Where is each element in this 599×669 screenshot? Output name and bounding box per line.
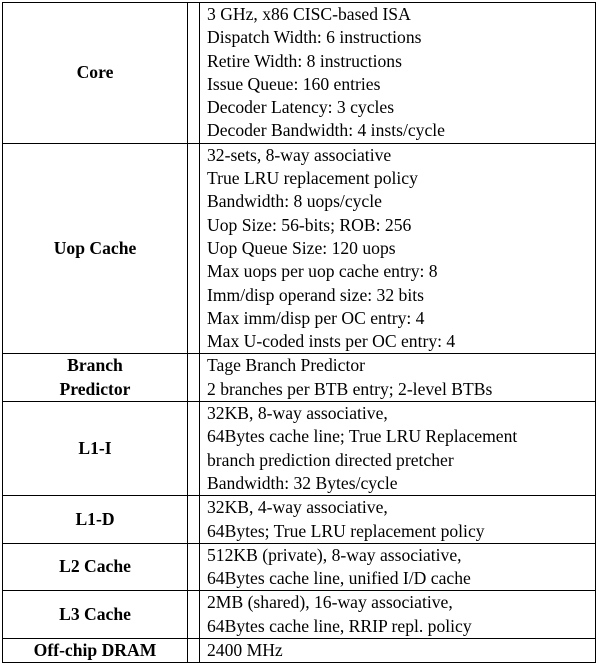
spec-line: 3 GHz, x86 CISC-based ISA [207,4,411,24]
spec-line: Dispatch Width: 6 instructions [207,27,422,48]
spec-line: 32-sets, 8-way associative [207,144,392,165]
component-name: Predictor [59,378,131,399]
component-specs-cell: 512KB (private), 8-way associative, 64Byt… [200,544,595,592]
component-name: L3 Cache [59,604,131,625]
table-row: Off-chip DRAM 2400 MHz [3,639,595,664]
component-name: L1-D [75,508,115,529]
spec-line: 32KB, 4-way associative, [207,497,388,518]
component-name-cell: Off-chip DRAM [3,639,188,664]
column-separator [188,639,200,664]
spec-line: 64Bytes cache line, unified I/D cache [207,568,471,589]
component-name: Branch [67,355,123,376]
spec-line: 64Bytes cache line; True LRU Replacement [207,426,518,447]
component-name-cell: L3 Cache [3,591,188,640]
component-specs-cell: 32KB, 4-way associative,64Bytes; True LR… [200,496,595,544]
spec-line: Max uops per uop cache entry: 8 [207,261,438,282]
spec-line: Decoder Latency: 3 cycles [207,97,395,118]
component-name: Off-chip DRAM [33,640,157,661]
spec-line: 64Bytes; True LRU replacement policy [207,520,485,541]
table-row: L2 Cache 512KB (private), 8-way associati… [3,543,595,592]
table-body: Core 3 GHz, x86 CISC-based ISA Dispatch Wi… [3,3,595,664]
column-separator [188,591,200,640]
component-specs-cell: 2MB (shared), 16-way associative,64Bytes… [200,591,595,640]
component-name-cell: L1-I [3,402,188,497]
spec-line: Bandwidth: 8 uops/cycle [207,191,382,212]
spec-line: Decoder Bandwidth: 4 insts/cycle [207,120,445,141]
component-name: L2 Cache [59,556,131,577]
table-row: L3 Cache 2MB (shared), 16-way associative… [3,591,595,640]
component-specs-cell: 2400 MHz [200,639,595,664]
component-name-cell: L2 Cache [3,543,188,592]
component-name-cell: L1-D [3,496,188,544]
spec-line: Issue Queue: 160 entries [207,73,381,94]
table-row: L1-I 32KB, 8-way associative,64Bytes cach… [3,402,595,497]
spec-line: branch prediction directed pretcher [207,449,454,470]
table-row: Core 3 GHz, x86 CISC-based ISA Dispatch Wi… [3,3,595,144]
column-separator [188,354,200,403]
spec-line: 64Bytes cache line, RRIP repl. policy [207,615,472,636]
spec-line: 32KB, 8-way associative, [207,403,388,424]
component-specs-cell: 32KB, 8-way associative,64Bytes cache li… [200,402,595,497]
spec-line: Max U-coded insts per OC entry: 4 [207,331,456,352]
component-name-cell: Uop Cache [3,143,188,355]
table-row: L1-D 32KB, 4-way associative,64Bytes; Tru… [3,496,595,544]
column-separator [188,3,200,144]
column-separator [188,402,200,497]
spec-line: Retire Width: 8 instructions [207,50,402,71]
component-name-cell: Core [3,3,188,144]
spec-line: 2MB (shared), 16-way associative, [207,592,453,613]
spec-line: Max imm/disp per OC entry: 4 [207,307,425,328]
spec-line: Uop Size: 56-bits; ROB: 256 [207,214,412,235]
spec-line: 2400 MHz [207,640,283,661]
spec-line: Uop Queue Size: 120 uops [207,237,396,258]
component-specs-cell: 3 GHz, x86 CISC-based ISA Dispatch Width:… [200,3,595,144]
column-separator [188,543,200,592]
spec-line: 2 branches per BTB entry; 2-level BTBs [207,378,493,399]
component-name: L1-I [78,437,112,458]
spec-line: True LRU replacement policy [207,168,418,189]
spec-line: 512KB (private), 8-way associative, [207,544,462,565]
spec-line: Imm/disp operand size: 32 bits [207,284,424,305]
column-separator [188,143,200,355]
spec-line: Tage Branch Predictor [207,355,366,376]
spec-line: Bandwidth: 32 Bytes/cycle [207,472,398,493]
column-separator [188,496,200,544]
component-name: Core [76,62,114,83]
component-name: Uop Cache [53,237,137,258]
